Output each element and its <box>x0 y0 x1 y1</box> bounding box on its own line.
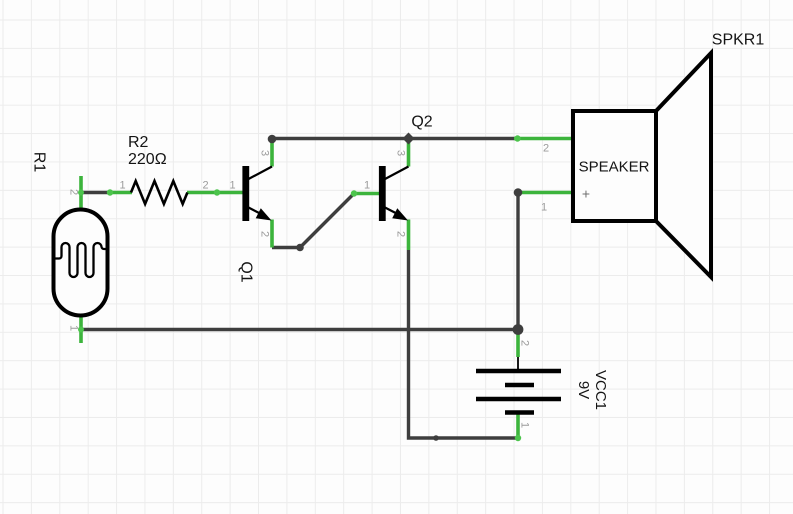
net-endpoint-dot <box>350 190 358 197</box>
junction-diamond-q2-collector[interactable] <box>402 132 415 145</box>
label-r2-ref: R2 <box>128 134 149 151</box>
net-endpoint-dot <box>213 189 221 196</box>
q1-transistor-symbol[interactable] <box>242 165 273 221</box>
label-r1[interactable]: R1 <box>30 151 48 173</box>
pin-r2-2: 2 <box>202 179 209 191</box>
pin-q1-emitter: 2 <box>258 230 270 237</box>
bend-dot-bottom-wire[interactable] <box>433 435 439 441</box>
speaker-cone <box>654 47 713 282</box>
label-r2[interactable]: R2 220Ω <box>128 134 167 168</box>
junctions <box>267 132 524 441</box>
pin-q2-collector: 3 <box>394 149 407 157</box>
q2-transistor-symbol[interactable] <box>378 165 410 221</box>
ldr-meander <box>53 241 108 279</box>
pin-spkr-1: 1 <box>540 201 548 214</box>
pin-vcc-1: 1 <box>518 421 531 428</box>
r1-photoresistor-symbol[interactable] <box>51 207 110 318</box>
label-q1[interactable]: Q1 <box>237 261 255 283</box>
junction-dot-battery-top[interactable] <box>512 324 524 335</box>
emitter-arrow <box>392 208 408 221</box>
label-speaker-plus: + <box>581 185 591 202</box>
net-endpoint-dot <box>514 434 522 442</box>
pin-q2-base: 1 <box>363 179 371 192</box>
net-endpoint-dot <box>106 189 114 196</box>
net-endpoints <box>78 135 522 442</box>
r2-resistor-symbol[interactable] <box>129 177 189 208</box>
label-r2-value: 220Ω <box>128 151 167 168</box>
pin-vcc-2: 2 <box>518 339 531 347</box>
net-endpoint-dot <box>78 189 84 196</box>
emitter-arrow <box>255 208 272 221</box>
label-vcc1-ref: VCC1 <box>592 369 609 411</box>
net-endpoint-dot <box>514 135 521 142</box>
wire-q1-emitter-diagonal[interactable] <box>298 192 356 249</box>
label-speaker-text: SPEAKER <box>578 158 650 176</box>
speaker-symbol[interactable] <box>571 47 713 282</box>
pin-r1-2: 2 <box>67 188 79 196</box>
battery-symbol[interactable] <box>476 357 561 415</box>
wire-q2-emitter-to-battery[interactable] <box>406 250 518 440</box>
label-vcc1[interactable]: VCC1 9V <box>575 370 609 410</box>
net-endpoint-dot <box>78 326 84 333</box>
pin-q2-emitter: 2 <box>394 230 407 237</box>
pin-q1-base: 1 <box>229 179 236 191</box>
label-spkr1[interactable]: SPKR1 <box>711 31 765 49</box>
speaker-body <box>571 109 658 223</box>
pin-spkr-2: 2 <box>542 142 550 154</box>
pin-q1-collector: 3 <box>258 149 270 157</box>
junction-dot-speaker-pin1[interactable] <box>513 188 523 197</box>
wires-dark <box>81 136 520 440</box>
pin-r2-1: 1 <box>119 179 126 191</box>
junction-dot-q1-collector[interactable] <box>267 134 277 144</box>
bend-dot-q1-emitter[interactable] <box>296 243 304 252</box>
pin-r1-1: 1 <box>67 324 79 332</box>
label-q2[interactable]: Q2 <box>411 113 433 131</box>
label-vcc1-value: 9V <box>575 380 592 400</box>
